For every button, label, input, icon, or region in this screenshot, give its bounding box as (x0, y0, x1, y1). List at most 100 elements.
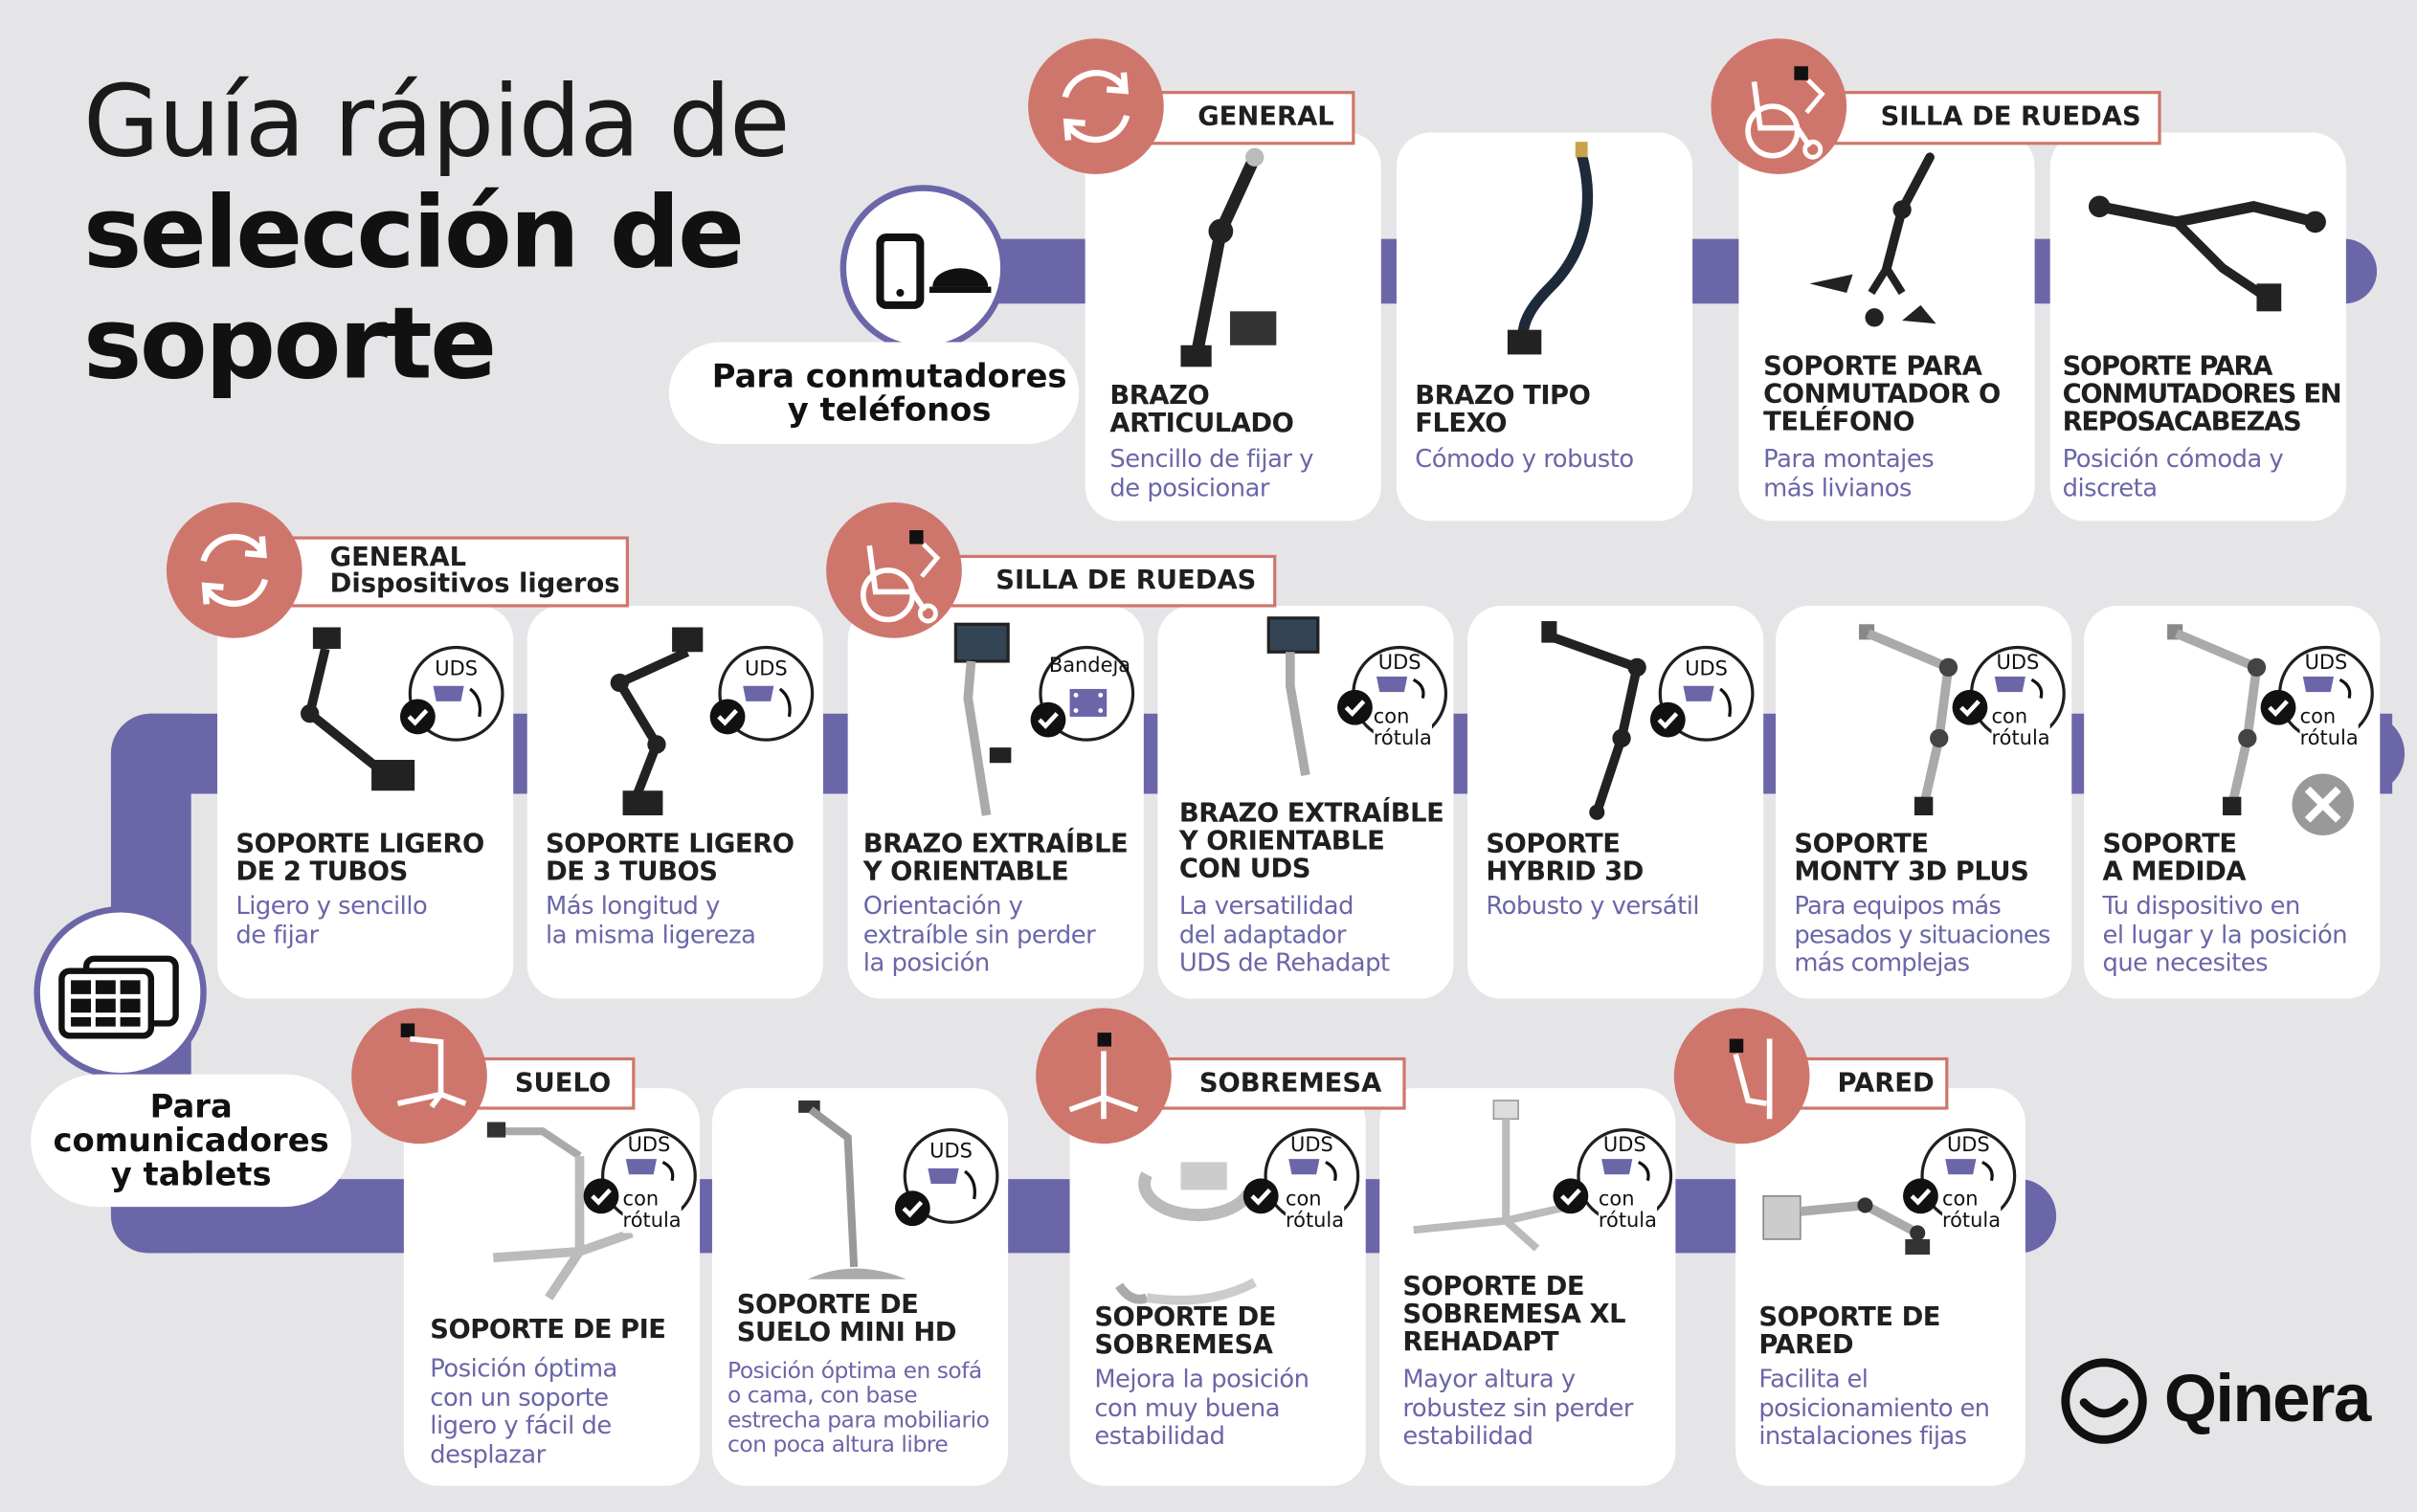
refresh-icon (200, 533, 269, 608)
product-title: BRAZO ARTICULADO (1109, 380, 1294, 440)
product-subtitle: Orientación y extraíble sin perder la po… (862, 890, 1096, 978)
uds-badge: UDS (903, 1127, 999, 1224)
title-line-2: selección de (82, 177, 745, 292)
product-title: BRAZO TIPO FLEXO (1415, 380, 1591, 440)
product-card-removable-arm-uds[interactable]: UDS con rótula BRAZO EXTRAÍBLE Y ORIENTA… (1157, 605, 1454, 999)
check-icon (1952, 689, 1988, 725)
product-subtitle: Tu dispositivo en el lugar y la posición… (2102, 890, 2348, 978)
product-image (1541, 621, 1646, 820)
product-title: SOPORTE A MEDIDA (2102, 829, 2247, 888)
uds-badge: UDS con rótula (1264, 1127, 1360, 1234)
uds-badge-text: UDS (1289, 1134, 1333, 1158)
category-wall (1673, 1008, 1810, 1145)
check-icon (1030, 701, 1066, 738)
product-image (1115, 1162, 1258, 1305)
category-label-wheelchair-top: SILLA DE RUEDAS (1834, 91, 2161, 145)
product-card-articulated-arm[interactable]: BRAZO ARTICULADO Sencillo de fijar y de … (1085, 132, 1381, 522)
product-image (1859, 624, 1958, 816)
product-card-removable-arm[interactable]: Bandeja BRAZO EXTRAÍBLE Y ORIENTABLE Ori… (847, 605, 1144, 999)
product-card-table-stand-xl[interactable]: UDS con rótula SOPORTE DE SOBREMESA XL R… (1379, 1088, 1676, 1486)
check-icon (1242, 1178, 1279, 1214)
check-icon (709, 699, 746, 735)
uds-badge-text: UDS (929, 1140, 973, 1165)
product-subtitle: Posición óptima con un soporte ligero y … (430, 1353, 617, 1469)
uds-badge: UDS con rótula (2278, 645, 2374, 751)
check-icon (2260, 689, 2296, 725)
phone-section-label (668, 342, 1080, 444)
refresh-icon (1062, 70, 1130, 144)
brand-logo: Qinera (2059, 1350, 2389, 1452)
ball-joint-text: con rótula (622, 1188, 682, 1234)
product-image (1809, 152, 1936, 327)
product-subtitle: Para equipos más pesados y situaciones m… (1794, 890, 2050, 978)
product-image (953, 622, 1012, 816)
product-image (1266, 616, 1320, 776)
tablet-section-label (31, 1074, 352, 1208)
product-card-wall-mount[interactable]: UDS con rótula SOPORTE DE PARED Facilita… (1735, 1088, 2025, 1486)
uds-badge: UDS con rótula (1577, 1127, 1673, 1234)
uds-badge: UDS con rótula (601, 1127, 697, 1234)
product-subtitle: Cómodo y robusto (1415, 443, 1634, 474)
product-card-table-stand[interactable]: UDS con rótula SOPORTE DE SOBREMESA Mejo… (1069, 1088, 1366, 1486)
product-image (1507, 142, 1594, 355)
uds-badge-text: UDS (1946, 1134, 1990, 1158)
title-line-3: soporte (82, 288, 497, 403)
ball-joint-text: con rótula (1285, 1188, 1345, 1234)
product-card-light-2-tubes[interactable]: UDS SOPORTE LIGERO DE 2 TUBOS Ligero y s… (217, 605, 514, 999)
phone-section-text: Para conmutadores y teléfonos (711, 357, 1067, 429)
check-icon (1649, 701, 1686, 738)
uds-badge-text: UDS (1685, 657, 1728, 681)
product-card-headrest-support[interactable]: SOPORTE PARA CONMUTADORES EN REPOSACABEZ… (2049, 132, 2346, 522)
uds-badge: UDS con rótula (1352, 645, 1448, 751)
floor-stand-icon (396, 1023, 467, 1109)
uds-badge-text: UDS (627, 1134, 671, 1158)
check-icon (1903, 1178, 1938, 1214)
product-card-light-3-tubes[interactable]: UDS SOPORTE LIGERO DE 3 TUBOS Más longit… (526, 605, 823, 999)
uds-badge: UDS (408, 645, 504, 742)
product-card-floor-stand[interactable]: UDS con rótula SOPORTE DE PIE Posición ó… (403, 1088, 701, 1486)
category-label-wall: PARED (1797, 1056, 1949, 1110)
category-floor (351, 1008, 487, 1145)
category-label-wheelchair-mid: SILLA DE RUEDAS (949, 554, 1277, 608)
wheelchair-icon (860, 530, 941, 624)
ball-joint-text: con rótula (2299, 705, 2359, 751)
product-title: SOPORTE LIGERO DE 3 TUBOS (546, 829, 794, 888)
product-title: SOPORTE DE SOBREMESA XL REHADAPT (1402, 1271, 1626, 1358)
product-card-custom[interactable]: UDS con rótula SOPORTE A MEDIDA Tu dispo… (2084, 605, 2381, 999)
product-image (2167, 624, 2267, 816)
product-image (1180, 147, 1277, 367)
product-subtitle: La versatilidad del adaptador UDS de Reh… (1178, 890, 1390, 978)
product-title: BRAZO EXTRAÍBLE Y ORIENTABLE CON UDS (1178, 798, 1444, 885)
product-title: SOPORTE DE PARED (1758, 1301, 1941, 1362)
product-card-switch-phone-support[interactable]: SOPORTE PARA CONMUTADOR O TELÉFONO Para … (1738, 132, 2035, 522)
product-title: BRAZO EXTRAÍBLE Y ORIENTABLE (862, 829, 1129, 888)
product-subtitle: Para montajes más livianos (1763, 443, 1935, 502)
check-icon (1337, 689, 1373, 725)
product-subtitle: Mayor altura y robustez sin perder estab… (1402, 1364, 1634, 1451)
product-title: SOPORTE DE SOBREMESA (1094, 1301, 1277, 1362)
category-general-mid (166, 502, 302, 638)
uds-badge-text: UDS (1996, 652, 2040, 676)
category-label-table: SOBREMESA (1155, 1056, 1406, 1110)
wall-mount-icon (1729, 1038, 1773, 1120)
product-card-monty-3d-plus[interactable]: UDS con rótula SOPORTE MONTY 3D PLUS Par… (1776, 605, 2072, 999)
product-card-mini-hd-floor[interactable]: UDS SOPORTE DE SUELO MINI HD Posición óp… (711, 1088, 1009, 1486)
product-image (301, 627, 415, 791)
uds-badge-text: UDS (2304, 652, 2348, 676)
category-table (1036, 1008, 1172, 1145)
category-general-top (1028, 38, 1164, 174)
check-icon (399, 699, 436, 735)
product-card-flex-arm[interactable]: BRAZO TIPO FLEXO Cómodo y robusto (1396, 132, 1693, 522)
ball-joint-text: con rótula (1598, 1188, 1657, 1234)
product-subtitle: Ligero y sencillo de fijar (235, 890, 428, 949)
product-title: SOPORTE MONTY 3D PLUS (1794, 829, 2029, 888)
product-subtitle: Sencillo de fijar y de posicionar (1109, 443, 1313, 502)
category-wheelchair-top (1711, 38, 1847, 174)
product-title: SOPORTE DE PIE (430, 1314, 666, 1346)
wheelchair-icon (1745, 66, 1825, 160)
product-image (610, 627, 704, 816)
product-card-hybrid-3d[interactable]: UDS SOPORTE HYBRID 3D Robusto y versátil (1467, 605, 1764, 999)
table-stand-icon (1068, 1033, 1139, 1120)
product-title: SOPORTE LIGERO DE 2 TUBOS (235, 829, 484, 888)
